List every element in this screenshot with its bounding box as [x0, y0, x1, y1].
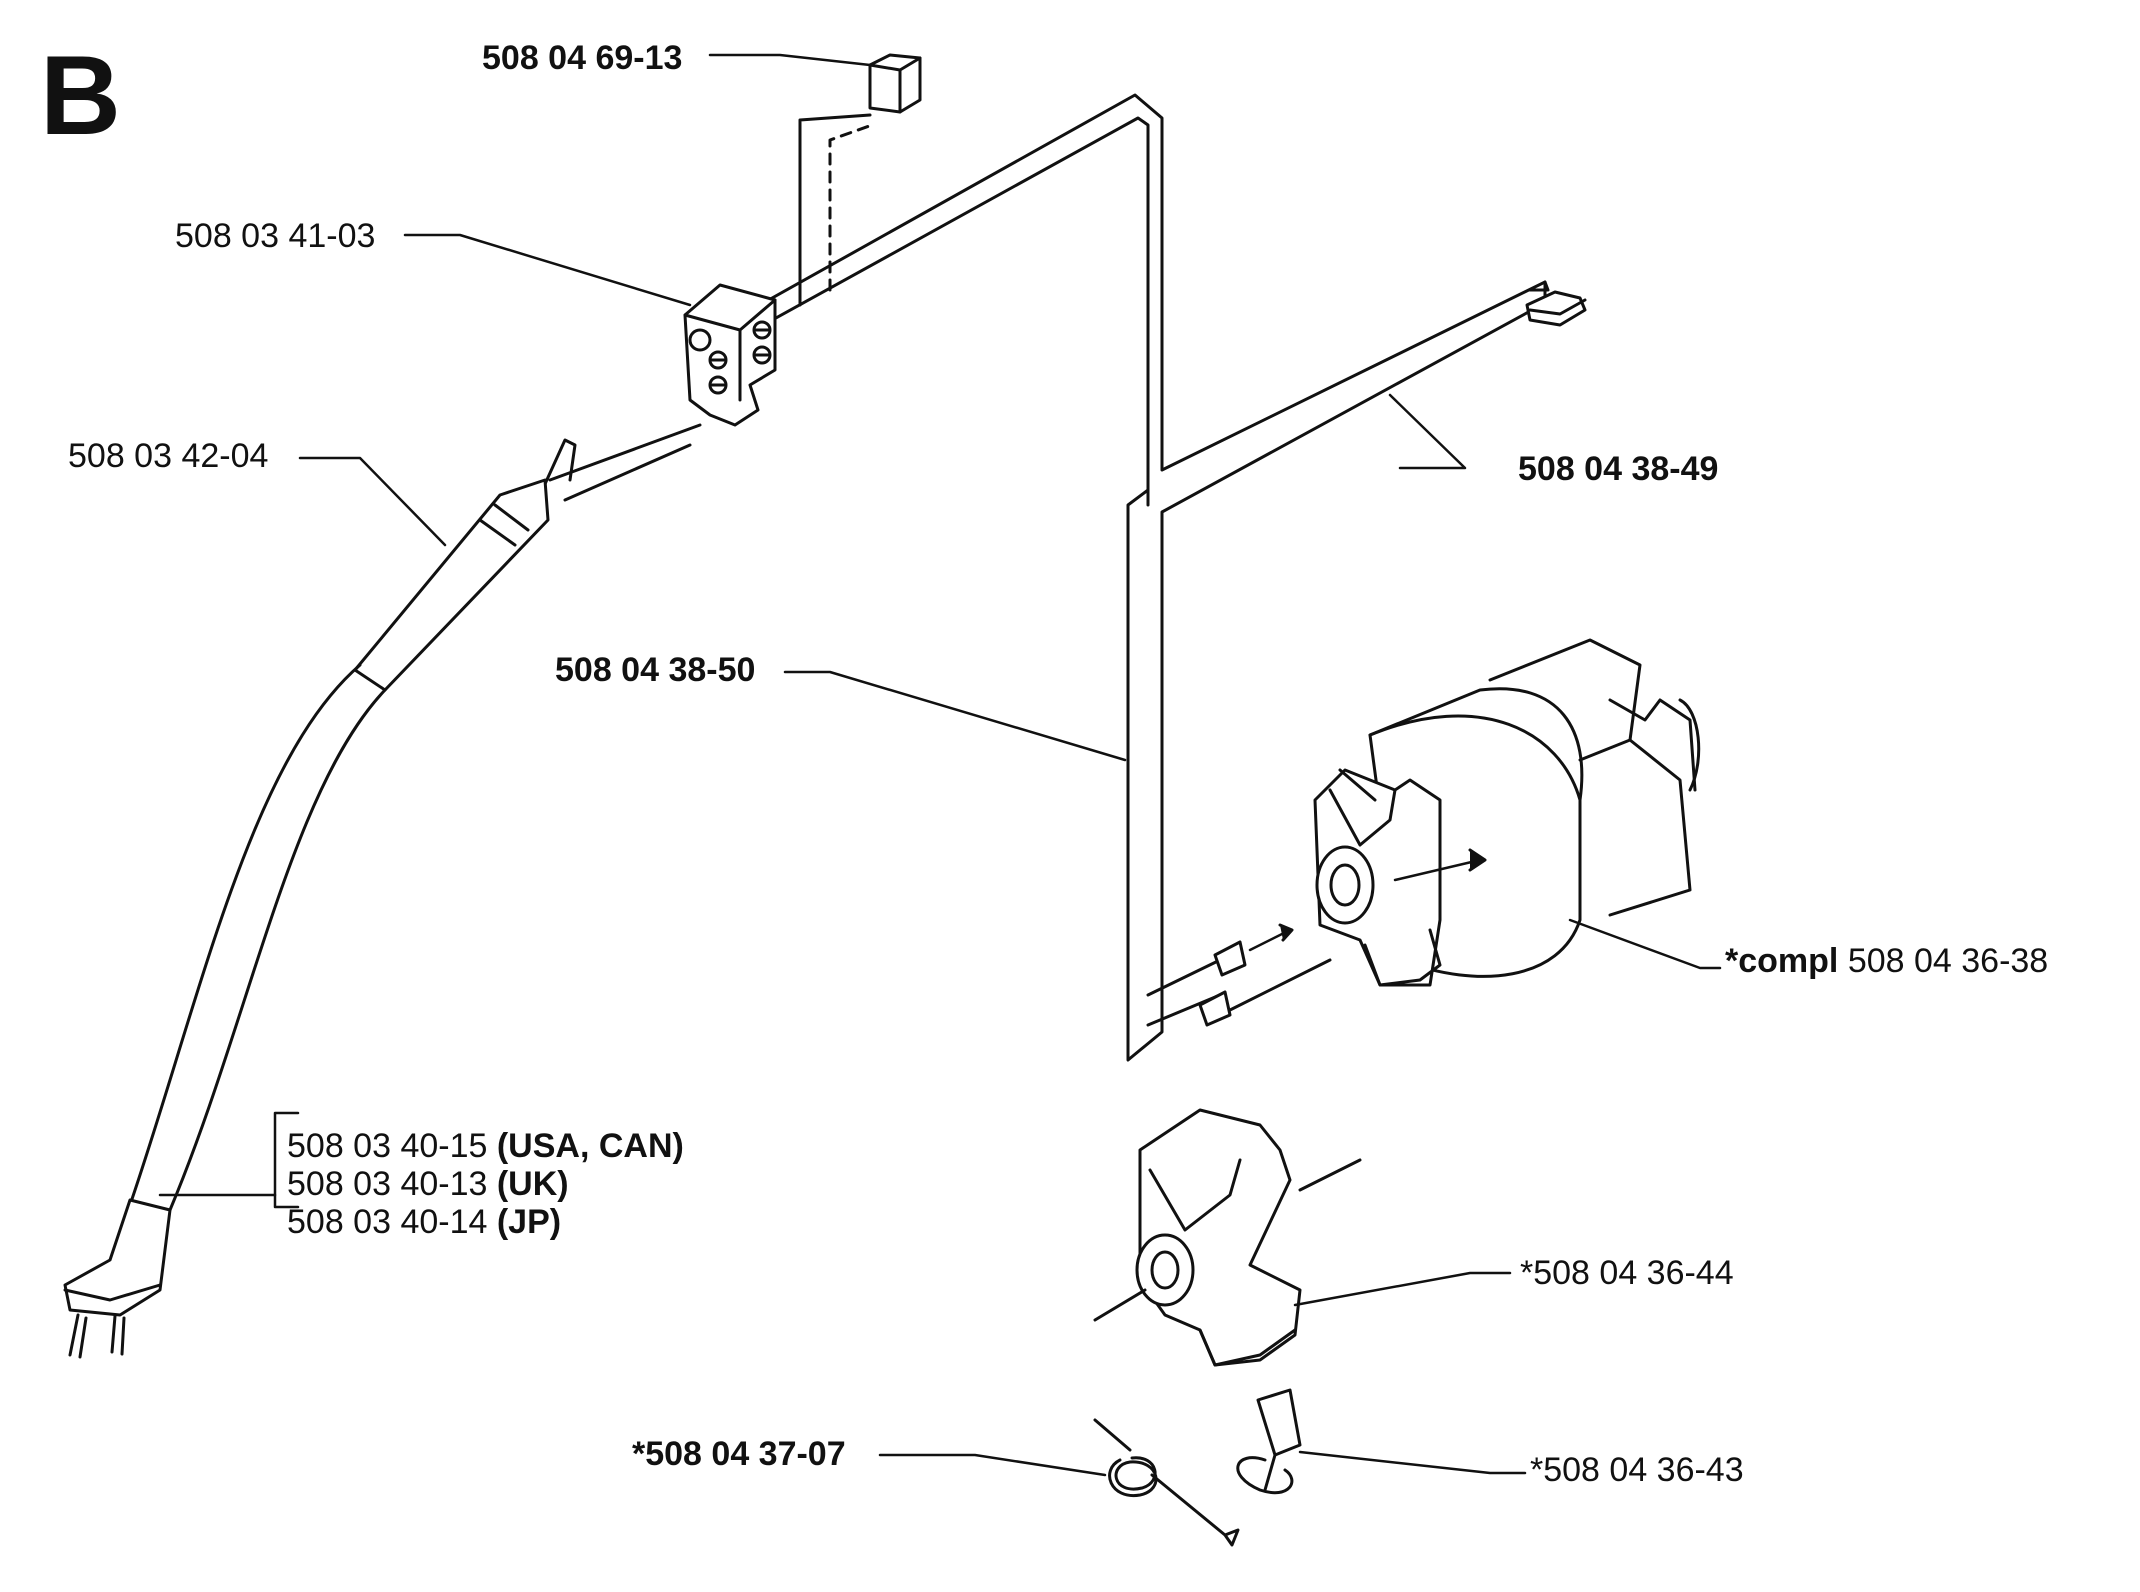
- power-cord-region-usa-can: (USA, CAN): [496, 1127, 684, 1165]
- label-spring: *508 04 37-07: [632, 1435, 846, 1473]
- switch-branch-wires: [798, 113, 874, 307]
- power-plug: [63, 1198, 172, 1359]
- power-cord-number-jp: 508 03 40-14: [287, 1203, 488, 1241]
- label-power-cord-jp: 508 03 40-14 (JP): [287, 1203, 561, 1241]
- label-motor-number: 508 04 36-38: [1847, 942, 2049, 980]
- main-wiring-harness: [713, 93, 1547, 1062]
- label-power-cord-usa-can: 508 03 40-15 (USA, CAN): [287, 1127, 684, 1165]
- power-cord-number-uk: 508 03 40-13: [287, 1165, 488, 1203]
- brush-holder: [1093, 1108, 1362, 1367]
- label-brush-holder: *508 04 36-44: [1520, 1254, 1734, 1292]
- label-switch-connector: 508 04 69-13: [482, 39, 683, 77]
- label-terminal-block: 508 03 41-03: [175, 217, 376, 255]
- label-carbon-brush: *508 04 36-43: [1530, 1451, 1744, 1489]
- carbon-brush: [1236, 1388, 1302, 1495]
- power-cord: [128, 663, 387, 1212]
- spring: [1093, 1418, 1240, 1547]
- terminal-block: [683, 283, 777, 427]
- label-power-cord-uk: 508 03 40-13 (UK): [287, 1165, 569, 1203]
- power-cord-number-usa-can: 508 03 40-15: [287, 1127, 488, 1165]
- cord-wire-leads: [538, 423, 702, 502]
- label-motor-harness: 508 04 38-49: [1518, 450, 1719, 488]
- motor-assembly: [1313, 638, 1701, 987]
- label-main-harness: 508 04 38-50: [555, 651, 756, 689]
- label-motor-prefix: *compl: [1725, 942, 1839, 980]
- label-motor-assembly: *compl 508 04 36-38: [1725, 942, 2048, 980]
- motor-lead-clips: [1146, 923, 1332, 1027]
- section-letter: B: [40, 33, 121, 158]
- motor-connector-end: [1525, 280, 1587, 327]
- power-cord-region-uk: (UK): [496, 1165, 569, 1203]
- switch-connector: [868, 53, 922, 114]
- leader-lines: [158, 53, 1722, 1477]
- power-cord-region-jp: (JP): [496, 1203, 562, 1241]
- cord-sleeve: [353, 478, 550, 692]
- label-cord-sleeve: 508 03 42-04: [68, 437, 269, 475]
